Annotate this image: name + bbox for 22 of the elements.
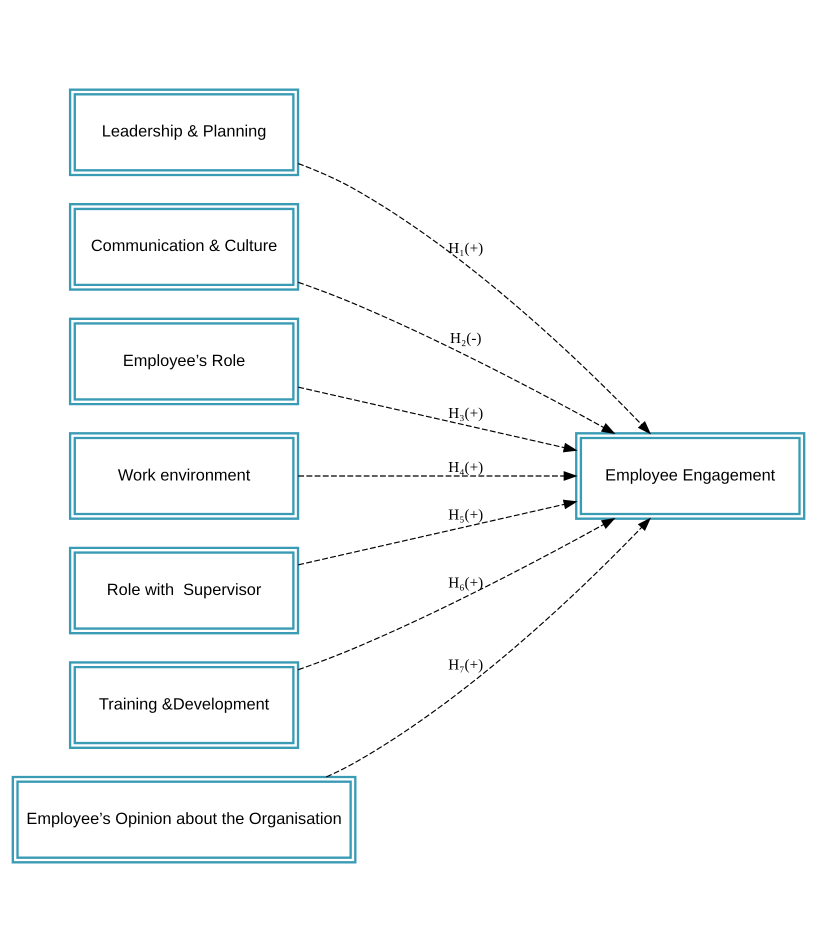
edge-label: H₃(+): [448, 404, 484, 422]
edge-label: H₄(+): [448, 458, 484, 476]
arrow: [298, 281, 616, 434]
arrow: [298, 470, 578, 480]
edge-label: H₇(+): [448, 656, 484, 673]
edge-label: H₅(+): [448, 506, 484, 524]
node-box: Leadership & Planning: [68, 88, 300, 176]
edge-label: H₆(+): [448, 574, 484, 592]
arrow: [298, 386, 578, 452]
node-box: Employee Engagement: [575, 432, 806, 520]
arrow: [298, 499, 578, 565]
arrow: [298, 162, 652, 434]
node-box: Role with Supervisor: [68, 546, 300, 634]
node-box: Work environment: [68, 432, 300, 520]
arrow: [326, 516, 652, 777]
node-box: Employee’s Role: [68, 317, 300, 405]
edge-label: H₁(+): [448, 240, 484, 257]
edge-label: H₂(-): [450, 330, 482, 347]
node-box: Communication & Culture: [68, 202, 300, 290]
node-box: Training &Development: [68, 660, 300, 748]
arrow: [298, 517, 616, 670]
node-box: Employee’s Opinion about the Organisation: [12, 775, 356, 863]
